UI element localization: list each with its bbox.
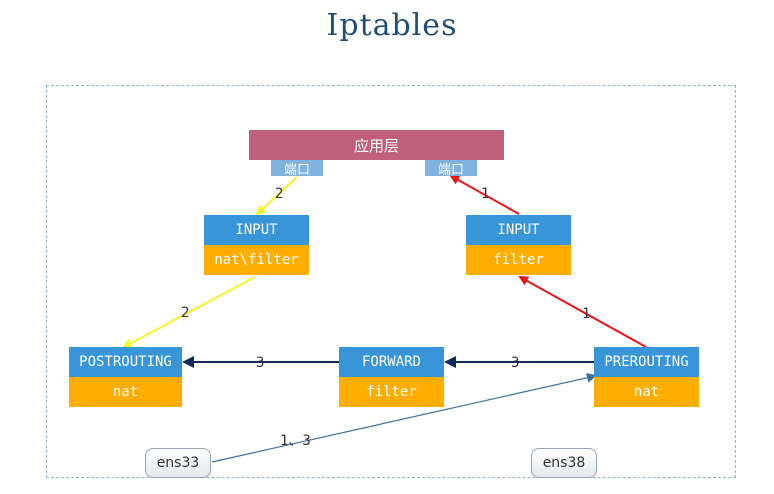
- arrow-prerouting-to-input: [518, 276, 647, 348]
- chain-tables: nat: [69, 377, 182, 407]
- interface-ens33: ens33: [145, 448, 211, 478]
- label-ens33-to-prerouting: 1、3: [280, 433, 311, 449]
- chain-tables: nat\filter: [204, 245, 309, 275]
- chain-name: POSTROUTING: [69, 347, 182, 377]
- arrow-input-to-port: [449, 175, 520, 215]
- label-prerouting-to-forward: 3: [511, 355, 519, 371]
- chain-input-right: INPUT filter: [466, 215, 571, 275]
- chain-input-left: INPUT nat\filter: [204, 215, 309, 275]
- chain-name: INPUT: [466, 215, 571, 245]
- label-port-to-input-left: 2: [275, 186, 283, 202]
- chain-tables: filter: [339, 377, 444, 407]
- chain-prerouting: PREROUTING nat: [594, 347, 699, 407]
- chain-forward: FORWARD filter: [339, 347, 444, 407]
- label-prerouting-to-input: 1: [582, 306, 590, 322]
- label-forward-to-postrouting: 3: [256, 355, 264, 371]
- arrow-ens33-to-prerouting: [211, 372, 597, 463]
- interface-ens38: ens38: [531, 448, 597, 478]
- chain-name: FORWARD: [339, 347, 444, 377]
- application-layer: 应用层: [249, 130, 504, 160]
- label-input-left-to-postrouting: 2: [181, 305, 189, 321]
- chain-name: INPUT: [204, 215, 309, 245]
- chain-postrouting: POSTROUTING nat: [69, 347, 182, 407]
- arrow-input-left-to-postrouting: [122, 276, 256, 348]
- port-right: 端口: [425, 160, 477, 178]
- port-left: 端口: [271, 160, 323, 178]
- label-input-to-port: 1: [481, 186, 489, 202]
- chain-name: PREROUTING: [594, 347, 699, 377]
- arrow-port-to-input-left: [255, 176, 298, 216]
- chain-tables: filter: [466, 245, 571, 275]
- host-boundary: [46, 85, 736, 478]
- chain-tables: nat: [594, 377, 699, 407]
- diagram-title: Iptables: [326, 8, 458, 43]
